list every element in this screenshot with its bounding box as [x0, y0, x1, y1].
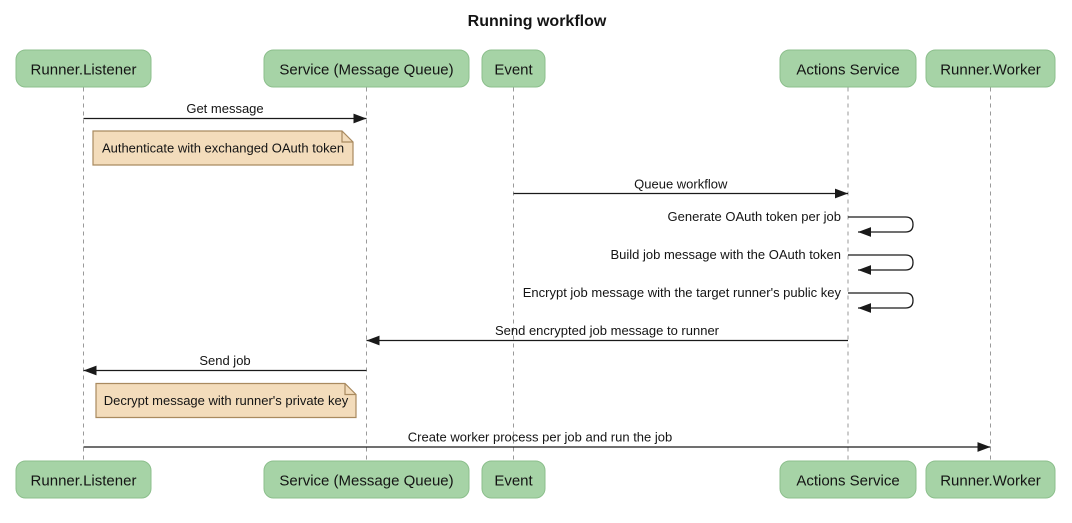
actor-box [779, 49, 917, 88]
actor-label: Actions Service [796, 62, 899, 79]
actor-bottom-event: Event [481, 460, 546, 499]
actor-label: Runner.Worker [940, 62, 1041, 79]
lifelines [83, 87, 991, 461]
note-box [92, 130, 354, 166]
actors-top: Runner.Listener Service (Message Queue) … [15, 49, 1056, 88]
actor-box [263, 460, 470, 499]
message-build-job-message: Build job message with the OAuth token [610, 247, 914, 275]
note-label: Decrypt message with runner's private ke… [104, 393, 349, 408]
actor-label: Runner.Listener [31, 62, 137, 79]
note-label: Authenticate with exchanged OAuth token [102, 141, 344, 156]
diagram-title: Running workflow [468, 13, 607, 30]
message-label: Encrypt job message with the target runn… [523, 285, 842, 300]
message-generate-oauth-token: Generate OAuth token per job [668, 209, 914, 237]
actor-top-service-message-queue: Service (Message Queue) [263, 49, 470, 88]
actor-label: Actions Service [796, 473, 899, 490]
self-loop-arrow [848, 292, 914, 313]
message-label: Get message [186, 101, 263, 116]
self-loop-arrow [848, 216, 914, 237]
actor-box [925, 49, 1056, 88]
actor-box [481, 49, 546, 88]
message-label: Queue workflow [634, 177, 728, 192]
note-authenticate: Authenticate with exchanged OAuth token [92, 130, 354, 166]
message-create-worker: Create worker process per job and run th… [83, 430, 991, 452]
actor-box [15, 49, 152, 88]
message-send-job: Send job [83, 353, 367, 376]
actor-box [15, 460, 152, 499]
actor-label: Runner.Listener [31, 473, 137, 490]
actor-label: Service (Message Queue) [279, 62, 453, 79]
actor-label: Event [494, 473, 533, 490]
actor-box [263, 49, 470, 88]
message-label: Send encrypted job message to runner [495, 323, 720, 338]
actor-label: Service (Message Queue) [279, 473, 453, 490]
actor-top-runner-listener: Runner.Listener [15, 49, 152, 88]
message-encrypt-job-message: Encrypt job message with the target runn… [523, 285, 914, 313]
actor-box [925, 460, 1056, 499]
actor-bottom-runner-worker: Runner.Worker [925, 460, 1056, 499]
actor-bottom-runner-listener: Runner.Listener [15, 460, 152, 499]
actor-top-event: Event [481, 49, 546, 88]
note-fold-icon [341, 131, 353, 143]
actor-label: Runner.Worker [940, 473, 1041, 490]
message-send-encrypted-job: Send encrypted job message to runner [366, 323, 848, 346]
self-loop-arrow [848, 254, 914, 275]
actor-label: Event [494, 62, 533, 79]
note-decrypt: Decrypt message with runner's private ke… [95, 382, 357, 419]
note-fold-icon [344, 383, 356, 396]
message-label: Send job [199, 353, 250, 368]
actor-top-runner-worker: Runner.Worker [925, 49, 1056, 88]
message-get-message: Get message [83, 101, 367, 124]
actor-bottom-service-message-queue: Service (Message Queue) [263, 460, 470, 499]
note-box [95, 382, 357, 419]
actor-top-actions-service: Actions Service [779, 49, 917, 88]
message-queue-workflow: Queue workflow [513, 177, 848, 199]
actors-bottom: Runner.Listener Service (Message Queue) … [15, 460, 1056, 499]
actor-box [481, 460, 546, 499]
message-label: Create worker process per job and run th… [408, 430, 672, 445]
message-label: Generate OAuth token per job [668, 209, 841, 224]
message-label: Build job message with the OAuth token [610, 247, 841, 262]
actor-box [779, 460, 917, 499]
actor-bottom-actions-service: Actions Service [779, 460, 917, 499]
